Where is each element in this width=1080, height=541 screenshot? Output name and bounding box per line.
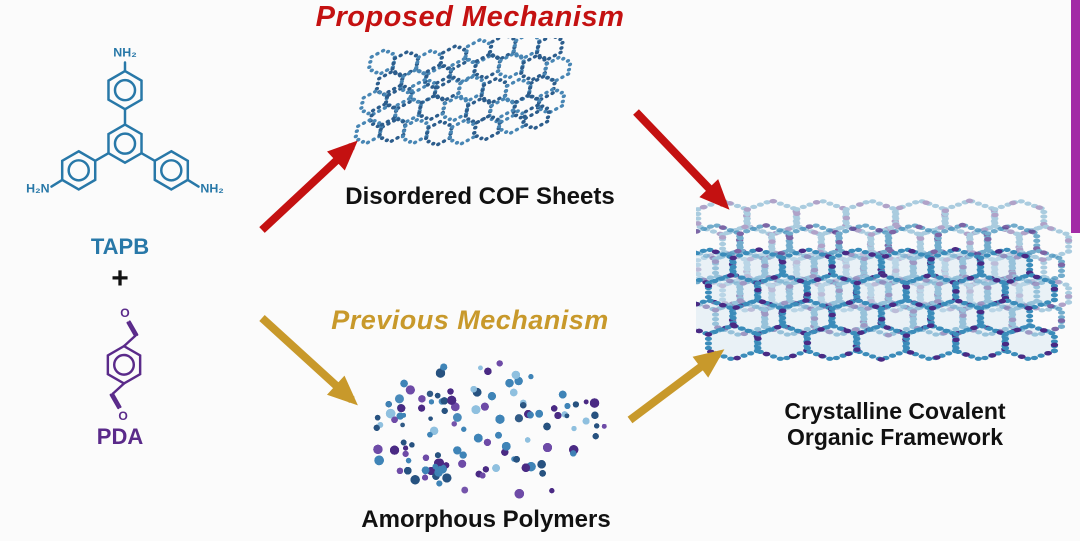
disordered-cof-caption: Disordered COF Sheets xyxy=(345,183,615,210)
accent-bar xyxy=(1071,0,1080,233)
pda-carbonyl-top-label: O xyxy=(120,306,129,320)
crystalline-cof-caption-line2: Organic Framework xyxy=(786,424,1004,450)
disordered-cof-sheet-image xyxy=(330,31,645,186)
tapb-structure-svg: NH₂ H₂N NH₂ xyxy=(26,46,224,196)
pda-structure-svg: O O xyxy=(106,306,142,423)
amorphous-polymer-caption: Amorphous Polymers xyxy=(361,506,611,533)
tapb-amine-left-label: H₂N xyxy=(26,181,49,195)
tapb-amine-top-label: NH₂ xyxy=(113,46,136,60)
crystalline-cof-caption: Crystalline Covalent Organic Framework xyxy=(740,398,1050,450)
pda-molecule-structure: O O xyxy=(68,292,180,432)
previous-mechanism-title: Previous Mechanism xyxy=(331,305,609,335)
proposed-mechanism-title: Proposed Mechanism xyxy=(315,1,625,33)
tapb-molecule-structure: NH₂ H₂N NH₂ xyxy=(20,28,230,243)
arrow-polymers-to-cof xyxy=(627,349,725,424)
pda-name-label: PDA xyxy=(96,424,144,449)
tapb-amine-right-label: NH₂ xyxy=(200,181,223,195)
crystalline-cof-image xyxy=(679,196,1080,401)
tapb-name-label: TAPB xyxy=(90,234,150,259)
amorphous-polymer-image xyxy=(352,346,614,508)
crystalline-cof-caption-line1: Crystalline Covalent xyxy=(784,398,1006,424)
pda-carbonyl-bottom-label: O xyxy=(118,409,127,423)
plus-sign: + xyxy=(111,262,129,295)
